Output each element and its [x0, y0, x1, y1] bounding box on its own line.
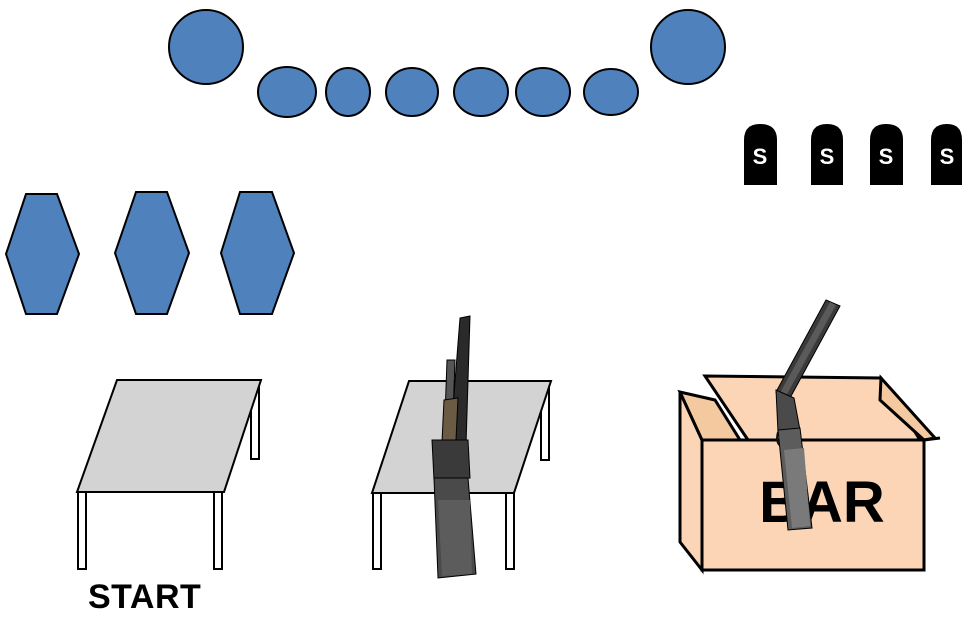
- stop-plate-2-label: S: [820, 144, 835, 169]
- circle-target-5: [515, 67, 571, 117]
- box-label: BAR: [759, 470, 885, 535]
- hex-target-3: [219, 191, 296, 315]
- circle-target-3: [385, 67, 439, 117]
- hex-target-1: [4, 193, 81, 315]
- start-table: [75, 379, 263, 570]
- circle-target-6: [583, 68, 639, 116]
- stop-plate-4: S: [931, 124, 962, 185]
- circle-target-1: [257, 66, 317, 118]
- stop-plates: S S S S: [744, 124, 962, 185]
- circle-target-4: [453, 67, 509, 117]
- start-label: START: [88, 578, 202, 616]
- stop-plate-3: S: [870, 124, 903, 185]
- rifle-icon: [431, 315, 477, 579]
- circle-target-2: [325, 67, 371, 117]
- shotgun-icon: [775, 299, 841, 531]
- stop-plate-1: S: [744, 124, 777, 185]
- stop-plate-4-label: S: [940, 144, 955, 169]
- circle-target-large-right: [650, 9, 726, 85]
- circle-targets: [168, 9, 726, 118]
- stop-plate-3-label: S: [879, 144, 894, 169]
- stop-plate-2: S: [811, 124, 843, 185]
- circle-target-large-left: [168, 9, 244, 85]
- hex-target-2: [113, 191, 191, 315]
- hex-targets: [4, 191, 296, 315]
- stop-plate-1-label: S: [753, 144, 768, 169]
- shotgun-box: BAR: [677, 374, 941, 575]
